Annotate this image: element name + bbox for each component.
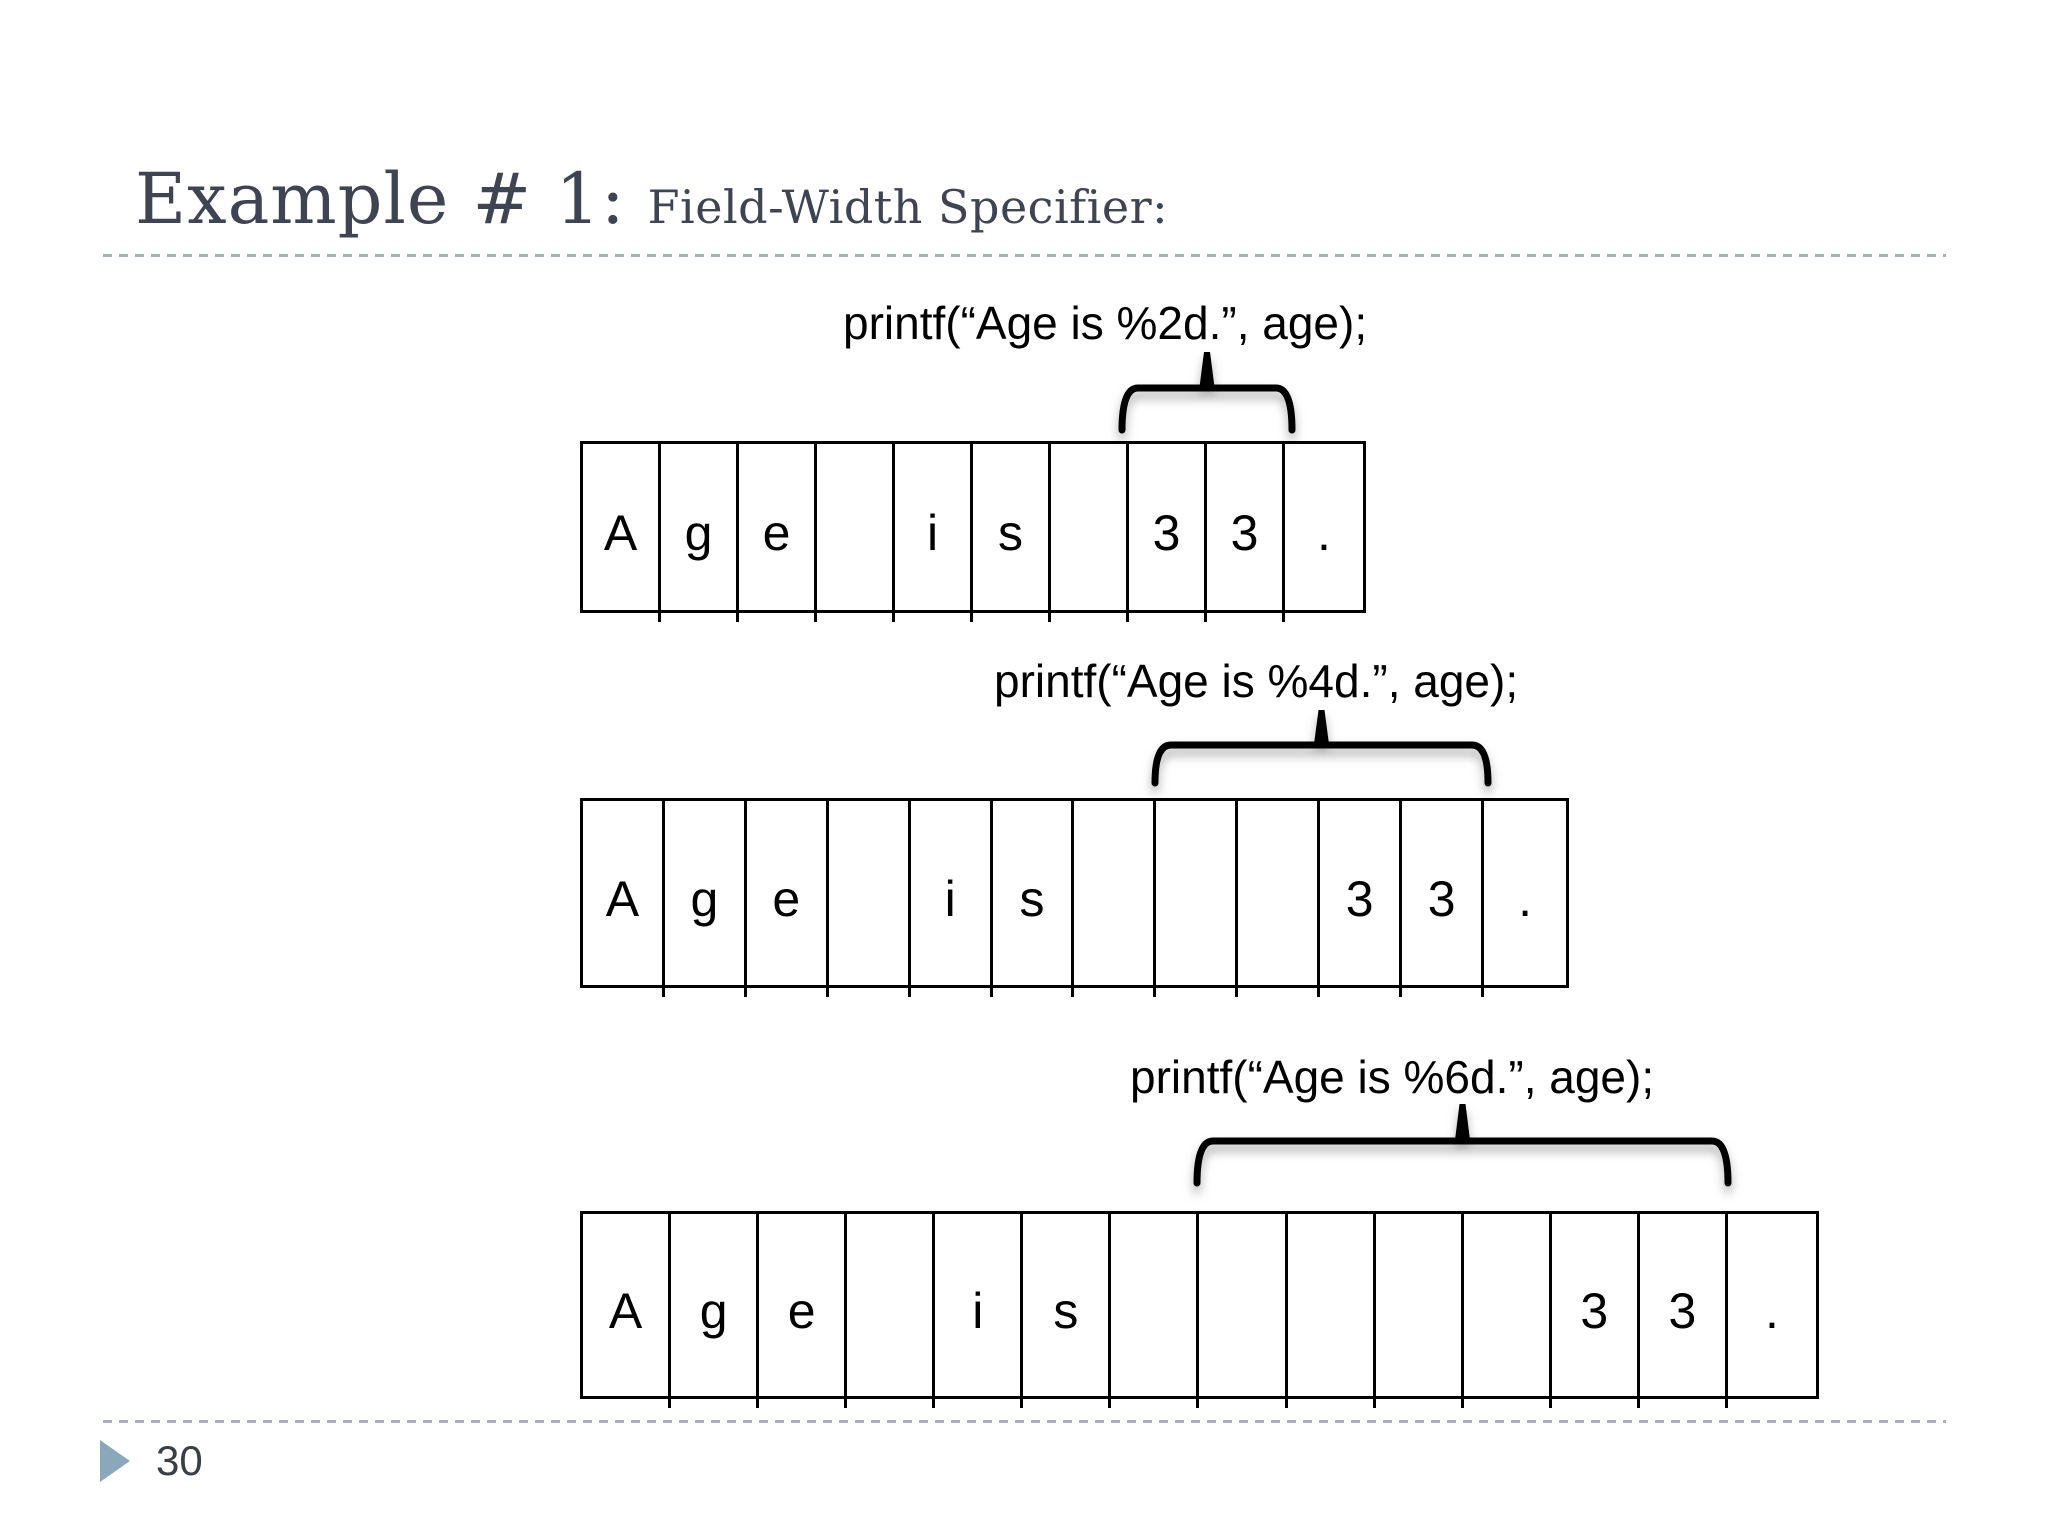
char-cell: A — [583, 801, 665, 997]
printf-statement-3: printf(“Age is %6d.”, age); — [1130, 1051, 1655, 1103]
overbrace-field-width-icon — [1151, 710, 1492, 787]
char-cell: 3 — [1320, 801, 1403, 997]
char-cell — [1464, 1214, 1552, 1408]
char-cell — [1288, 1214, 1376, 1408]
char-cell: g — [671, 1214, 760, 1408]
char-cell: s — [973, 444, 1051, 622]
page-number: 30 — [156, 1437, 203, 1484]
char-cell: e — [739, 444, 817, 622]
char-cell: g — [661, 444, 739, 622]
char-cell: i — [911, 801, 993, 997]
slide-header: Example # 1: Field-Width Specifier: — [135, 158, 1168, 240]
char-cell — [1111, 1214, 1200, 1408]
char-cell: 3 — [1129, 444, 1207, 622]
char-cell: . — [1317, 505, 1331, 561]
char-cell — [1156, 801, 1239, 997]
char-cell: 3 — [1640, 1214, 1728, 1408]
right-triangle-icon — [100, 1440, 130, 1482]
char-cell — [817, 444, 895, 622]
char-cell: e — [759, 1214, 848, 1408]
char-cell — [1051, 444, 1129, 622]
printf-statement-1: printf(“Age is %2d.”, age); — [843, 297, 1368, 349]
char-cell: A — [583, 444, 661, 622]
char-cell: 3 — [1207, 444, 1285, 622]
char-cell: e — [747, 801, 829, 997]
page-title: Example # 1: — [135, 158, 626, 240]
char-cell: i — [935, 1214, 1024, 1408]
char-cell — [1199, 1214, 1288, 1408]
char-cell — [1376, 1214, 1464, 1408]
char-cell: 3 — [1552, 1214, 1640, 1408]
char-cell: s — [993, 801, 1075, 997]
char-cell: A — [583, 1214, 672, 1408]
char-cell: g — [665, 801, 747, 997]
char-cell — [847, 1214, 936, 1408]
char-cell: s — [1023, 1214, 1112, 1408]
char-cell — [1074, 801, 1157, 997]
char-cell: . — [1518, 871, 1532, 927]
overbrace-field-width-icon — [1118, 352, 1296, 434]
printf-statement-2: printf(“Age is %4d.”, age); — [994, 655, 1519, 707]
char-cell: . — [1765, 1283, 1779, 1339]
footer-divider — [103, 1420, 1946, 1423]
char-cell: 3 — [1402, 801, 1485, 997]
page-subtitle: Field-Width Specifier: — [647, 180, 1169, 234]
char-cell — [1238, 801, 1321, 997]
overbrace-field-width-icon — [1193, 1104, 1732, 1187]
char-cell — [829, 801, 911, 997]
title-divider — [103, 254, 1946, 257]
char-cell: i — [895, 444, 973, 622]
